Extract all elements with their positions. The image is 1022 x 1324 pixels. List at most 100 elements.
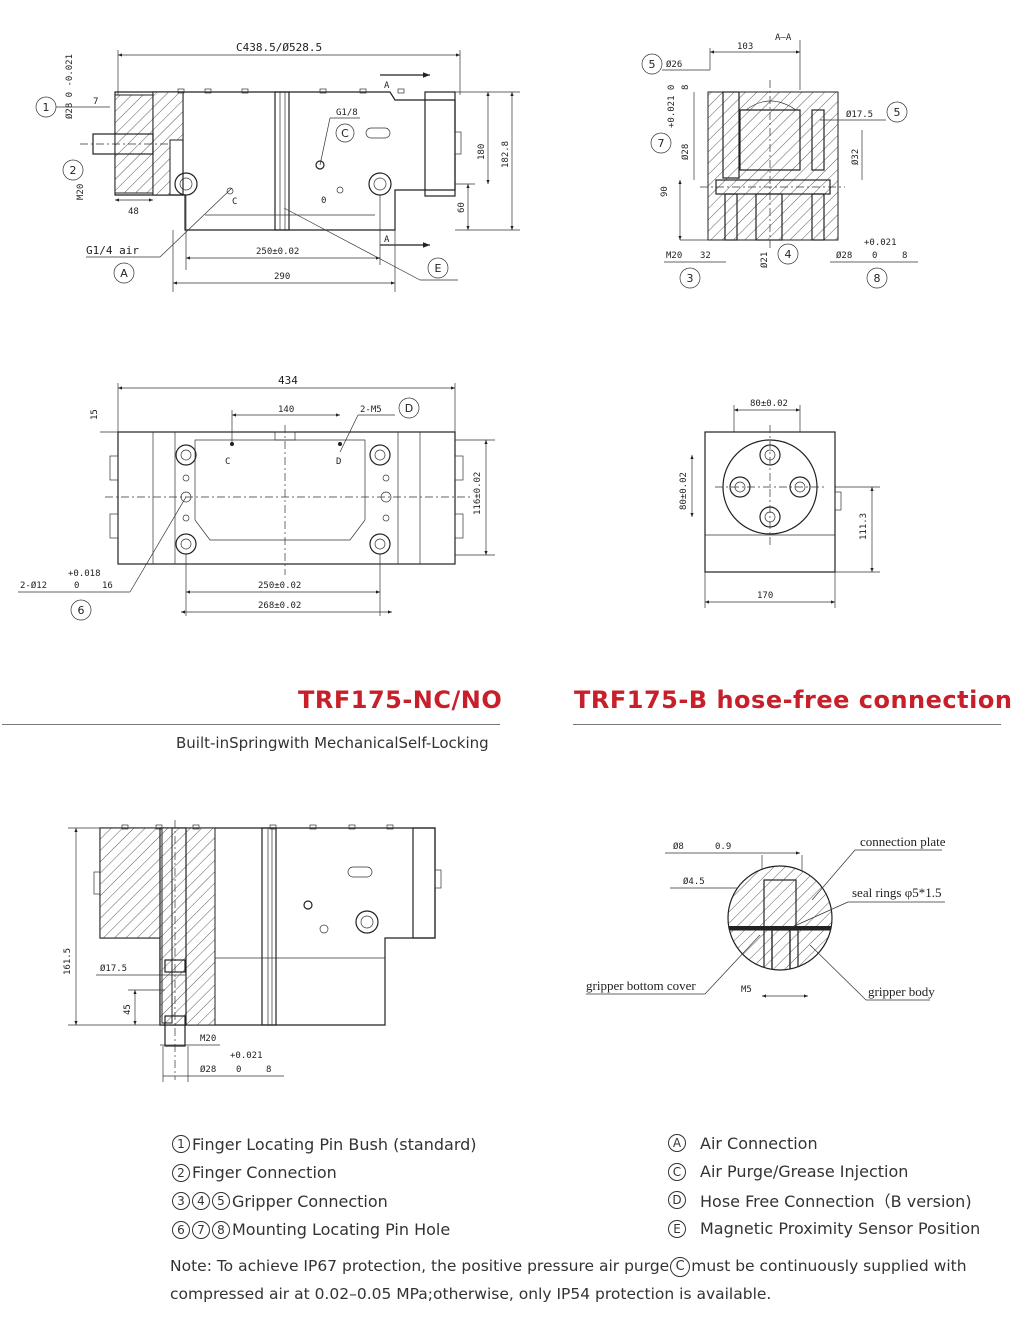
dim-overall: C438.5/Ø528.5 [236,41,322,54]
dim-d28-side: Ø28 [200,1064,216,1075]
tol-side0: 0 [236,1065,241,1075]
legend-marker: C [668,1162,686,1181]
dim-180: 180 [477,144,487,160]
ip67-note: Note: To achieve IP67 protection, the po… [170,1252,990,1308]
callout-1: 1 [43,101,50,114]
dim-bush-depth: 7 [93,97,98,107]
purge-label: G1/8 [336,108,358,118]
callout-2: 2 [70,164,77,177]
label-m5-detail: M5 [741,985,752,995]
legend-text: Air Connection [700,1133,818,1153]
legend-marker: 3 [172,1192,190,1211]
dim-250: 250±0.02 [256,247,299,257]
legend-item: 6 7 8 Mounting Locating Pin Hole [172,1216,477,1245]
legend-item: A Air Connection [668,1129,980,1158]
plan-c: C [225,457,230,467]
pin-tol0: 0 [74,581,79,591]
dim-m20-aa: M20 [666,251,682,261]
legend-marker: 4 [192,1192,210,1211]
front-view: C438.5/Ø528.5 A A Ø28 0 -0 [35,41,520,292]
dim-d45: Ø4.5 [683,876,705,887]
label-seal: seal rings φ5*1.5 [852,885,941,900]
dim-tol: +0.021 0 [667,85,677,128]
dim-m20: M20 [76,184,86,200]
dim-290: 290 [274,272,290,282]
legend-marker: 5 [212,1192,230,1211]
legend-text: Mounting Locating Pin Hole [232,1220,451,1240]
dim-depth8: 8 [681,85,691,90]
label-body: gripper body [868,984,935,999]
pin-depth: 16 [102,581,113,591]
product-title: TRF175-NC/NO [298,686,503,714]
legend-marker: A [668,1134,686,1153]
note-marker: C [670,1256,691,1277]
callout-8: 8 [874,272,881,285]
legend-marker: 6 [172,1220,190,1239]
dim-111: 111.3 [859,513,869,540]
legend-marker: 2 [172,1163,190,1182]
dim-m20-side: M20 [200,1034,216,1044]
product-subtitle: Built-inSpringwith MechanicalSelf-Lockin… [176,734,489,752]
dim-60: 60 [457,202,467,213]
callout-E: E [435,262,442,275]
dim-d17: Ø17.5 [846,109,873,120]
dim-48: 48 [128,207,139,217]
end-view: 80±0.02 80±0.02 111.3 170 [679,399,880,608]
callout-5-left: 5 [649,58,656,71]
dim-depth09: 0.9 [715,842,731,852]
dim-bush: Ø28 0 -0.021 [64,54,75,119]
callout-4: 4 [785,248,792,261]
callout-5-right: 5 [894,106,901,119]
tol-aa-b: +0.021 [864,238,897,248]
dim-182: 182.8 [501,141,511,168]
dim-depth8-side: 8 [266,1065,271,1075]
dim-d21: Ø21 [759,252,770,268]
dim-161: 161.5 [63,948,73,975]
legend-item: C Air Purge/Grease Injection [668,1158,980,1187]
callout-3: 3 [687,272,694,285]
tol-aa-b0: 0 [872,251,877,261]
section-mark-bottom: A [384,235,390,245]
dim-170: 170 [757,591,773,601]
callout-A: A [120,267,128,280]
label-cover: gripper bottom cover [586,978,696,993]
legend-marker: 1 [172,1135,190,1154]
air-label: G1/4 air [86,244,139,257]
dim-d8: Ø8 [673,841,684,852]
hose-free-title: TRF175-B hose-free connection [574,686,1013,714]
legend-text: Gripper Connection [232,1191,388,1211]
legend-marker: E [668,1219,686,1238]
legend-text: Finger Connection [192,1163,337,1183]
mark-zero: 0 [321,196,326,206]
legend-item: D Hose Free Connection（B version) [668,1186,980,1215]
legend-marker: 8 [212,1220,230,1239]
legend-marker: D [668,1191,686,1210]
dim-depth8b: 8 [902,251,907,261]
callout-D: D [405,402,413,415]
legend-item: 3 4 5 Gripper Connection [172,1187,477,1216]
title-rule-left [2,724,500,725]
dim-15: 15 [90,409,100,420]
callout-C-front: C [341,127,349,140]
tol-side: +0.021 [230,1051,263,1061]
label-plate: connection plate [860,834,946,849]
dim-434: 434 [278,374,298,387]
title-rule-right [573,724,1001,725]
dim-d17-side: Ø17.5 [100,963,127,974]
section-mark-top: A [384,81,390,91]
dim-80-h: 80±0.02 [679,472,689,510]
legend-text: Hose Free Connection（B version) [700,1192,972,1212]
pin-tol: +0.018 [68,569,101,579]
legend-right: A Air Connection C Air Purge/Grease Inje… [668,1129,980,1243]
label-m5: 2-M5 [360,405,382,415]
dim-d32: Ø32 [850,149,861,165]
dim-80-w: 80±0.02 [750,399,788,409]
legend-item: 2 Finger Connection [172,1159,477,1188]
legend-text: Air Purge/Grease Injection [700,1162,909,1182]
legend-marker: 7 [192,1220,210,1239]
dim-250-plan: 250±0.02 [258,581,301,591]
note-text-before: Note: To achieve IP67 protection, the po… [170,1257,670,1275]
dim-103: 103 [737,42,753,52]
section-aa-view: A—A 103 5 Ø26 8 Ø28 +0.021 0 7 Ø17.5 5 Ø… [641,33,918,289]
dim-45: 45 [123,1004,133,1015]
